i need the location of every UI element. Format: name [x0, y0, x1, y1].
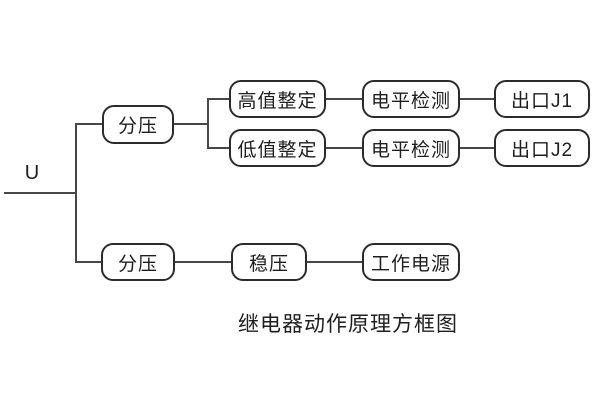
diagram-caption: 继电器动作原理方框图 — [238, 313, 458, 336]
node-voltage-divider-top: 分压 — [102, 105, 174, 144]
connector-detect2-to-output-j2 — [460, 147, 494, 149]
connector-high-to-detect1 — [326, 98, 362, 100]
node-level-detect-1: 电平检测 — [362, 80, 460, 118]
connector-divider-top-to-split — [174, 123, 208, 125]
connector-detect1-to-output-j1 — [460, 98, 494, 100]
connector-regulator-to-power — [307, 261, 362, 263]
node-voltage-divider-bottom: 分压 — [101, 243, 175, 281]
node-voltage-regulator: 稳压 — [231, 243, 307, 281]
node-output-j1: 出口J1 — [494, 80, 590, 118]
connector-divider-to-regulator — [175, 261, 231, 263]
connector-trunk-to-divider-top — [75, 123, 102, 125]
connector-u-feed-line — [4, 192, 77, 194]
input-voltage-label: U — [24, 162, 40, 184]
node-level-detect-2: 电平检测 — [362, 129, 460, 167]
connector-trunk-to-divider-bottom — [75, 261, 101, 263]
connector-split-to-low-setting — [207, 147, 229, 149]
node-working-power-supply: 工作电源 — [362, 243, 460, 281]
node-high-value-setting: 高值整定 — [229, 80, 326, 118]
connector-trunk-vertical — [75, 123, 77, 263]
node-low-value-setting: 低值整定 — [229, 129, 326, 167]
connector-low-to-detect2 — [326, 147, 362, 149]
node-output-j2: 出口J2 — [494, 129, 590, 167]
connector-split-vertical — [207, 98, 209, 149]
connector-split-to-high-setting — [207, 98, 229, 100]
